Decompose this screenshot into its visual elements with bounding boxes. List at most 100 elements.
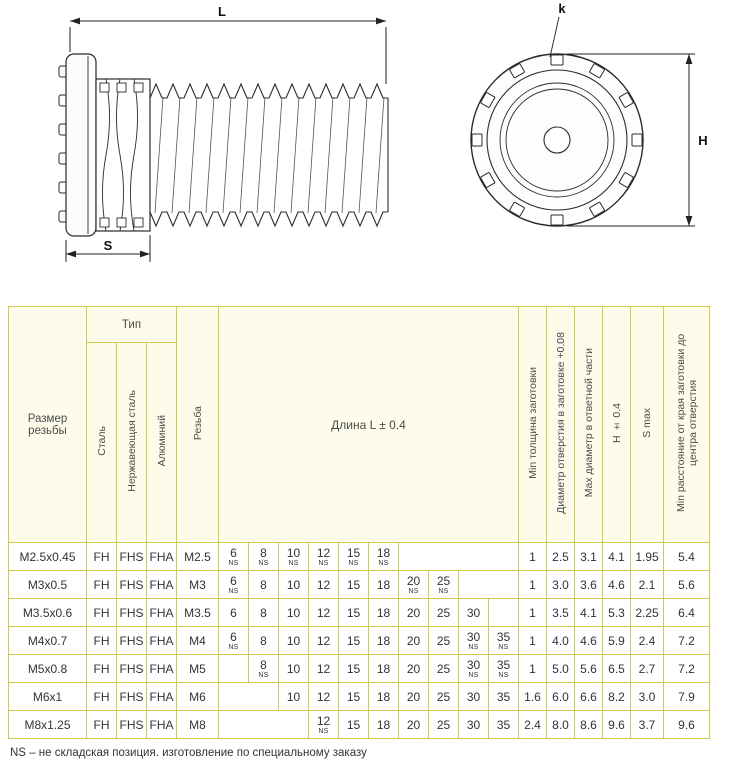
length-cell: 20: [398, 654, 429, 683]
aluminium-type-cell: FHA: [146, 626, 177, 655]
h-cell: 5.9: [602, 626, 631, 655]
length-cell: 10: [278, 682, 309, 711]
stud-technical-drawing: L: [58, 1, 708, 262]
thread-size-cell: M5x0.8: [8, 654, 87, 683]
aluminium-type-cell: FHA: [146, 710, 177, 739]
steel-type-cell: FH: [86, 682, 117, 711]
header-min-edge-distance: Min расстояние от края заготовки до цент…: [663, 306, 710, 543]
length-cell: 20: [398, 710, 429, 739]
min-thickness-cell: 1: [518, 598, 547, 627]
dimension-H-label: H: [698, 133, 707, 148]
min-edge-distance-cell: 7.2: [663, 626, 710, 655]
header-aluminium-label: Алюминий: [155, 415, 168, 467]
length-cell: 25: [428, 682, 459, 711]
length-cell: 35: [488, 710, 519, 739]
hole-diameter-cell: 8.0: [546, 710, 575, 739]
length-cell: 15: [338, 682, 369, 711]
steel-type-cell: FH: [86, 710, 117, 739]
header-h-label: H ± 0.4: [610, 402, 623, 443]
min-edge-distance-cell: 7.9: [663, 682, 710, 711]
s-max-cell: 2.1: [630, 570, 664, 599]
hole-diameter-cell: 3.0: [546, 570, 575, 599]
length-cell: 18: [368, 682, 399, 711]
length-cell: 15: [338, 598, 369, 627]
aluminium-type-cell: FHA: [146, 682, 177, 711]
clinch-knurl: [102, 78, 138, 232]
max-diameter-cell: 8.6: [574, 710, 603, 739]
steel-type-cell: FH: [86, 542, 117, 571]
length-cell: 18: [368, 598, 399, 627]
header-stainless-label: Нержавеющая сталь: [125, 390, 138, 492]
length-cell: 25: [428, 598, 459, 627]
max-diameter-cell: 5.6: [574, 654, 603, 683]
stainless-type-cell: FHS: [116, 598, 147, 627]
steel-type-cell: FH: [86, 626, 117, 655]
h-cell: 5.3: [602, 598, 631, 627]
length-cell: 20: [398, 682, 429, 711]
stainless-type-cell: FHS: [116, 654, 147, 683]
length-cell: 20: [398, 626, 429, 655]
thread-profile: [149, 82, 389, 228]
thread-cell: M6: [176, 682, 219, 711]
shank-circle: [499, 82, 615, 198]
length-cell-empty: [488, 598, 519, 627]
length-cell: 8: [248, 598, 279, 627]
s-max-cell: 2.4: [630, 626, 664, 655]
thread-cell: M3.5: [176, 598, 219, 627]
thread-cell: M3: [176, 570, 219, 599]
max-diameter-cell: 3.1: [574, 542, 603, 571]
arrowhead: [685, 216, 693, 226]
length-cell: 8: [248, 570, 279, 599]
clinch-teeth: [99, 82, 144, 228]
stainless-type-cell: FHS: [116, 626, 147, 655]
steel-type-cell: FH: [86, 598, 117, 627]
dimension-H: [567, 53, 695, 227]
arrowhead: [66, 250, 76, 258]
h-cell: 6.5: [602, 654, 631, 683]
length-cell: 10: [278, 570, 309, 599]
thread-cell: M8: [176, 710, 219, 739]
h-cell: 8.2: [602, 682, 631, 711]
min-thickness-cell: 1: [518, 626, 547, 655]
aluminium-type-cell: FHA: [146, 654, 177, 683]
stainless-type-cell: FHS: [116, 570, 147, 599]
h-cell: 9.6: [602, 710, 631, 739]
s-max-cell: 2.7: [630, 654, 664, 683]
stainless-type-cell: FHS: [116, 542, 147, 571]
s-max-cell: 3.0: [630, 682, 664, 711]
header-thread-size: Размер резьбы: [8, 306, 87, 543]
steel-type-cell: FH: [86, 570, 117, 599]
dimension-L: [69, 20, 387, 84]
length-cell: 12: [308, 598, 339, 627]
header-aluminium: Алюминий: [146, 342, 177, 543]
length-cell-empty: [218, 710, 309, 739]
thread-helix-lines: [154, 96, 385, 214]
header-type-group: Тип: [86, 306, 177, 343]
min-edge-distance-cell: 5.4: [663, 542, 710, 571]
dimension-k-label: k: [558, 1, 566, 16]
length-cell-empty: [218, 682, 279, 711]
max-diameter-cell: 3.6: [574, 570, 603, 599]
thread-minor-circle: [505, 88, 609, 192]
knurl-ring-circle: [486, 69, 628, 211]
stud-end-view: [470, 53, 644, 227]
aluminium-type-cell: FHA: [146, 542, 177, 571]
header-s-max-label: S max: [641, 408, 653, 438]
thread-cell: M2.5: [176, 542, 219, 571]
